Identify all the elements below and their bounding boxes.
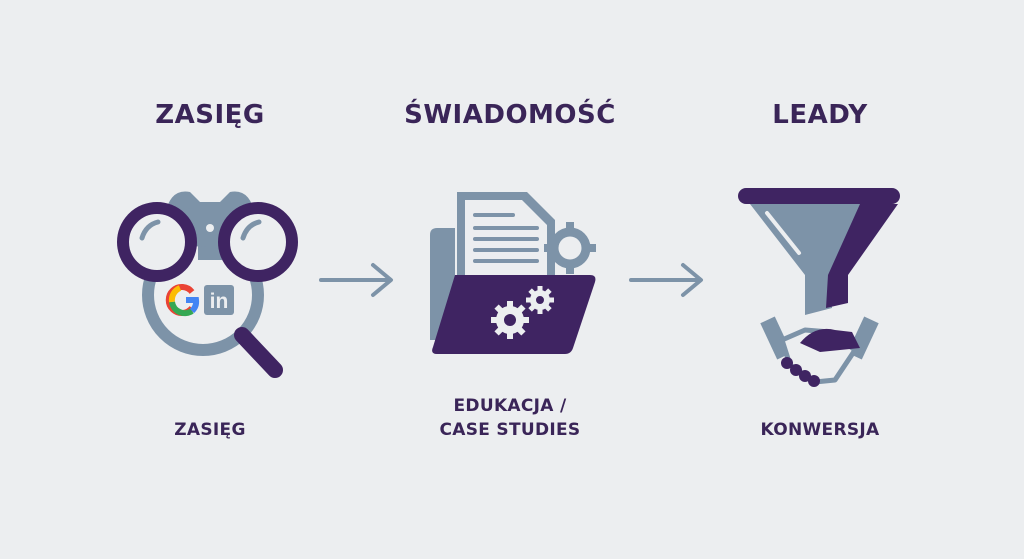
stage-label-edukacja: EDUKACJA / CASE STUDIES [400,394,620,442]
stage-title-zasieg: ZASIĘG [155,100,265,130]
stage-label-konwersja: KONWERSJA [760,420,880,440]
linkedin-logo-icon [204,285,234,315]
arrow-right-icon [319,263,393,297]
stage-label-line1: EDUKACJA / [453,396,567,416]
stage-title-swiadomosc: ŚWIADOMOŚĆ [404,100,616,130]
stage-label-zasieg: ZASIĘG [174,420,246,440]
folder-document-gears-icon [430,192,596,354]
stage-label-line2: CASE STUDIES [439,420,581,440]
stage-title-leady: LEADY [772,100,868,130]
binoculars-magnifier-icon: in [117,191,298,378]
funnel-handshake-icon [738,188,900,387]
arrow-right-icon [629,263,703,297]
google-logo-icon [165,284,200,317]
svg-text:in: in [210,290,229,313]
